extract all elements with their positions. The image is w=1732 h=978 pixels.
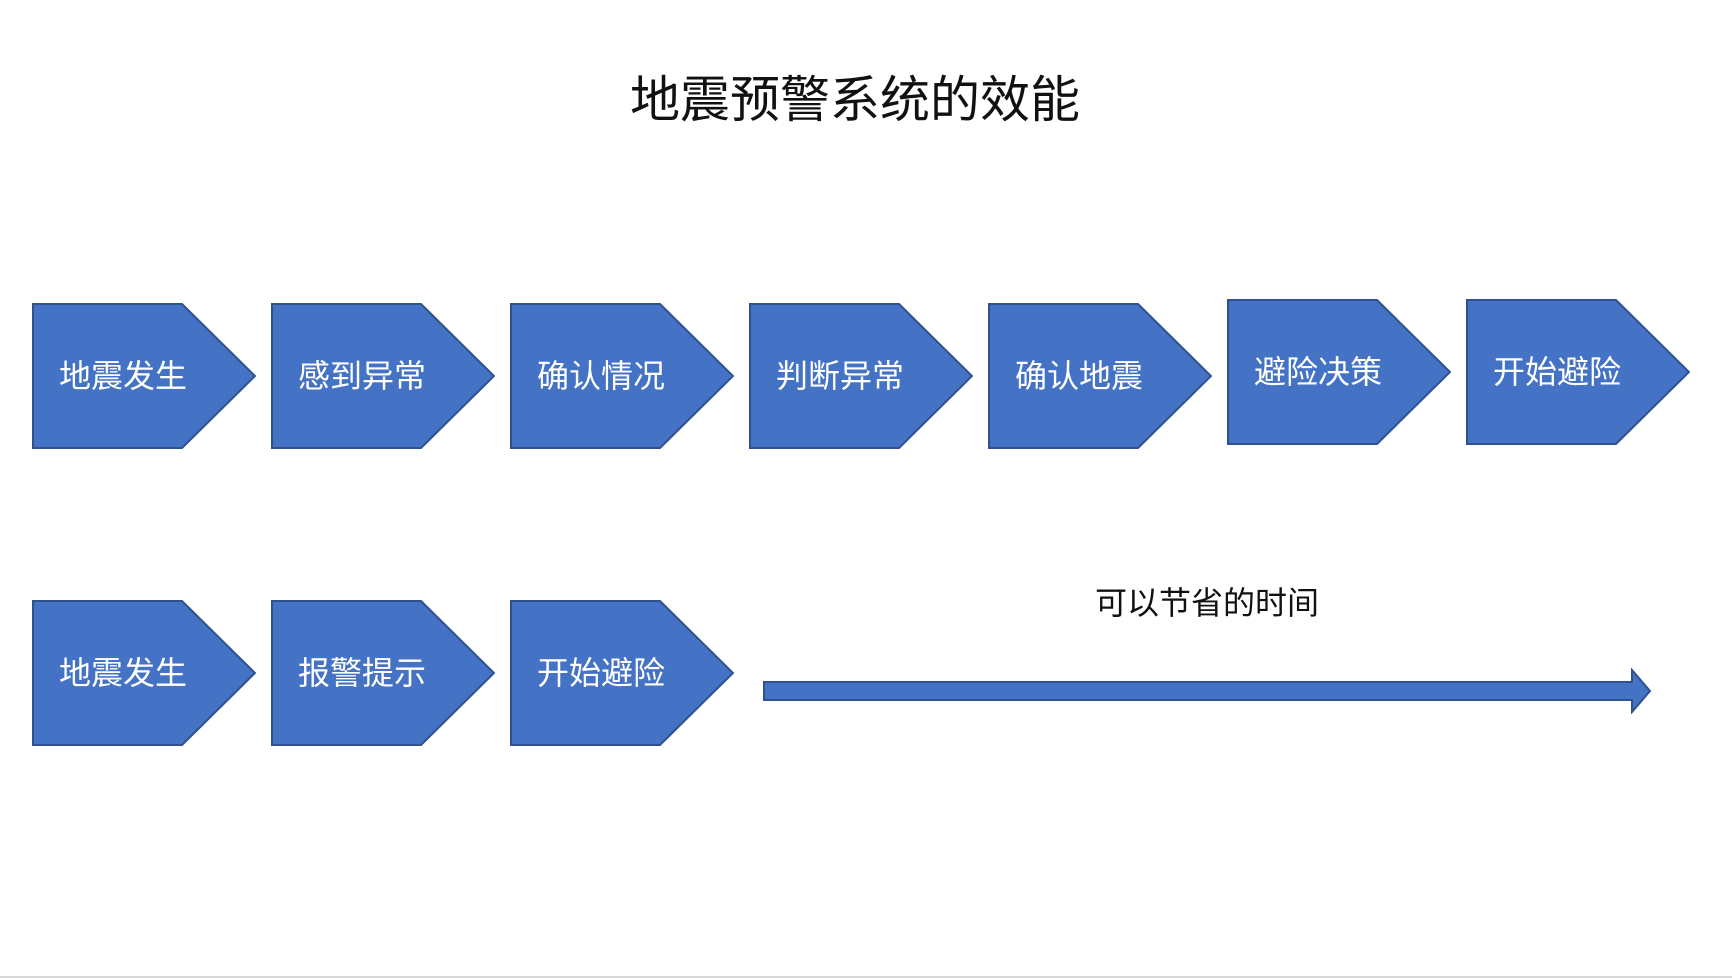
step-start-avoidance: 开始避险 <box>1466 299 1690 445</box>
pentagon-arrow-shape <box>749 303 973 449</box>
step-confirm-earthquake: 确认地震 <box>988 303 1212 449</box>
pentagon-arrow-shape <box>271 303 495 449</box>
pentagon-arrow-shape <box>271 600 495 746</box>
step-label: 避险决策 <box>1254 353 1383 391</box>
step-label: 地震发生 <box>59 357 188 395</box>
time-saved-label: 可以节省的时间 <box>1094 584 1319 622</box>
pentagon-arrow-shape <box>32 303 256 449</box>
step-avoidance-decision: 避险决策 <box>1227 299 1451 445</box>
pentagon-arrow-shape <box>988 303 1212 449</box>
bottom-divider <box>0 976 1732 978</box>
step-judge-abnormal: 判断异常 <box>749 303 973 449</box>
step-label: 开始避险 <box>1493 353 1622 391</box>
step-earthquake-occurs: 地震发生 <box>32 600 256 746</box>
step-label: 感到异常 <box>298 357 427 395</box>
pentagon-arrow-shape <box>32 600 256 746</box>
step-label: 开始避险 <box>537 654 666 692</box>
step-label: 判断异常 <box>776 357 905 395</box>
step-alarm-prompt: 报警提示 <box>271 600 495 746</box>
step-confirm-situation: 确认情况 <box>510 303 734 449</box>
step-earthquake-occurs: 地震发生 <box>32 303 256 449</box>
step-label: 确认情况 <box>537 357 666 395</box>
step-label: 确认地震 <box>1015 357 1144 395</box>
step-feel-abnormal: 感到异常 <box>271 303 495 449</box>
step-label: 地震发生 <box>59 654 188 692</box>
step-label: 报警提示 <box>298 654 427 692</box>
time-saved-annotation: 可以节省的时间 <box>762 578 1652 728</box>
step-start-avoidance: 开始避险 <box>510 600 734 746</box>
pentagon-arrow-shape <box>510 600 734 746</box>
pentagon-arrow-shape <box>510 303 734 449</box>
time-saved-arrow <box>763 668 1652 714</box>
pentagon-arrow-shape <box>1227 299 1451 445</box>
pentagon-arrow-shape <box>1466 299 1690 445</box>
page-title: 地震预警系统的效能 <box>630 71 1080 129</box>
